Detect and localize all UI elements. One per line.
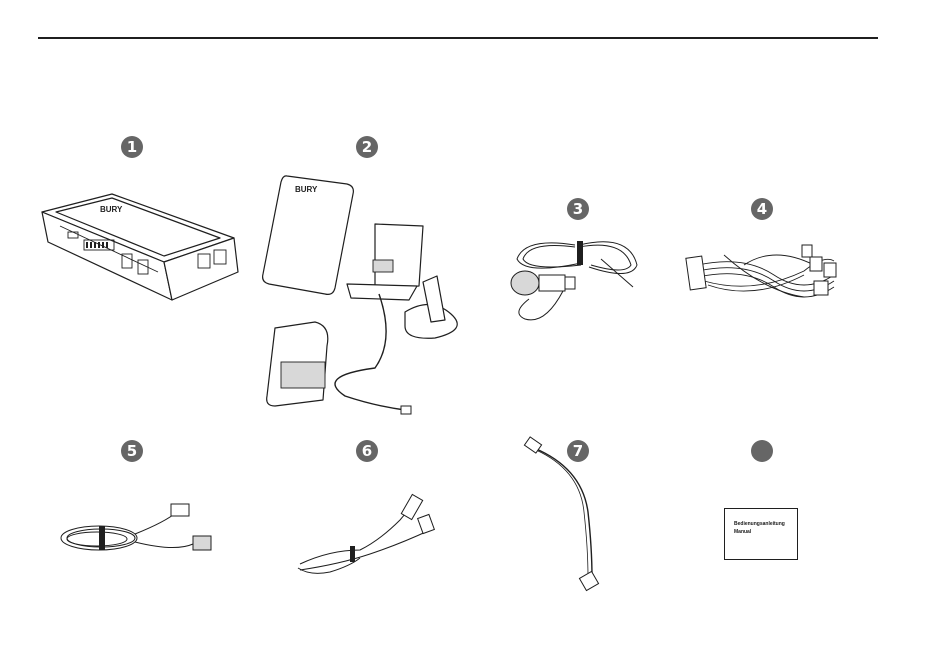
manual-title-de: Bedienungsanleitung xyxy=(734,520,797,528)
item-number-badge: 1 xyxy=(121,136,143,158)
phone-cradle-icon: BURY xyxy=(255,170,480,420)
item-number-badge xyxy=(751,440,773,462)
item-number-badge: 5 xyxy=(121,440,143,462)
item-number-badge: 4 xyxy=(751,198,773,220)
interface-box-icon: BURY xyxy=(38,190,248,305)
item-number-badge: 6 xyxy=(356,440,378,462)
wiring-harness-icon xyxy=(684,235,844,315)
header-rule xyxy=(38,37,878,39)
item-number-badge: 2 xyxy=(356,136,378,158)
audio-cable-icon xyxy=(290,480,450,580)
antenna-adapter-icon xyxy=(520,432,610,592)
microphone-icon xyxy=(505,235,645,335)
item-number-badge: 3 xyxy=(567,198,589,220)
cable-icon xyxy=(55,498,225,563)
device-logo: BURY xyxy=(295,185,318,194)
manual-icon: Bedienungsanleitung Manual xyxy=(724,508,798,560)
manual-title-en: Manual xyxy=(734,528,797,536)
device-logo: BURY xyxy=(100,205,123,214)
